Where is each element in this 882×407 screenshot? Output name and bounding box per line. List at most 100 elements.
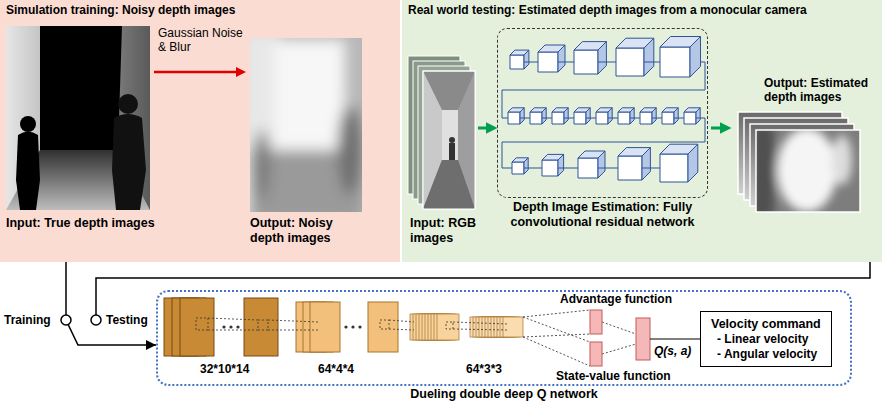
network-schematic: [542, 154, 564, 176]
rgb-image: [449, 143, 455, 160]
rgb-image-stack: [408, 56, 475, 209]
network-schematic: [684, 108, 700, 124]
network-schematic: [502, 62, 705, 168]
ellipsis-dots: [222, 325, 361, 328]
layer-size: 32*10*14: [200, 362, 249, 376]
rgb-image: [449, 137, 455, 143]
estimated-depth-image: [832, 135, 852, 185]
conv-layer-stack: [470, 317, 523, 337]
image-caption: Output: Noisy depth images: [250, 216, 362, 246]
output-label: Q(s, a): [654, 344, 691, 358]
stream-label: Advantage function: [560, 292, 672, 306]
network-schematic: [662, 108, 678, 124]
conv-layer-stack: [244, 298, 278, 356]
switch-label: Testing: [106, 313, 148, 327]
panel-heading: Simulation training: Noisy depth images: [6, 3, 394, 17]
estimated-depth-image: [756, 130, 852, 212]
image-caption: Input: RGB images: [410, 216, 478, 246]
true-depth-image: [6, 26, 150, 210]
receptive-field: [258, 320, 268, 330]
receptive-field: [268, 320, 318, 322]
receptive-field: [208, 318, 258, 320]
network-schematic: [574, 42, 606, 74]
estimated-depth-image: [777, 130, 837, 212]
layer-size: 64*4*4: [318, 362, 354, 376]
estimated-depth-image: [756, 130, 774, 212]
receptive-field: [196, 318, 208, 330]
receptive-field: [380, 320, 389, 329]
velocity-command-box: Velocity command- Linear velocity- Angul…: [700, 311, 832, 367]
receptive-field: [196, 318, 508, 330]
network-schematic: [510, 50, 529, 69]
dense-layer: [636, 318, 650, 360]
switch-terminal: [61, 315, 71, 325]
receptive-field: [389, 320, 414, 322]
fully-connected-link: [523, 334, 590, 337]
ellipsis-dots: [222, 325, 225, 328]
ellipsis-dots: [229, 325, 232, 328]
conv-layer-stack: [437, 314, 459, 340]
conv-layer-stack: [164, 298, 278, 356]
fully-connected-link: [523, 317, 590, 342]
switch-terminal: [91, 315, 101, 325]
connector: [66, 262, 156, 345]
network-schematic: [578, 151, 605, 178]
noisy-depth-image: [250, 38, 362, 212]
network-schematic: [618, 108, 634, 124]
ellipsis-dots: [358, 325, 361, 328]
fully-connected-link: [523, 337, 590, 366]
box-caption: Dueling double deep Q network: [410, 387, 598, 402]
panel-heading: Real world testing: Estimated depth imag…: [408, 3, 876, 17]
network-schematic: [538, 45, 565, 72]
network-schematic: [512, 158, 528, 174]
ellipsis-dots: [344, 325, 347, 328]
ellipsis-dots: [351, 325, 354, 328]
network-schematic: [660, 37, 701, 78]
network-schematic: [502, 37, 705, 183]
flow-arrow: [711, 127, 722, 130]
image-frame: [756, 130, 860, 212]
receptive-field: [208, 330, 258, 331]
rgb-image: [442, 110, 458, 160]
layer-size: 64*3*3: [466, 362, 502, 376]
fully-connected-link: [523, 310, 590, 317]
receptive-field: [453, 329, 508, 330]
image-caption: Output: Estimated depth images: [764, 76, 878, 105]
conv-layer-stack: [296, 302, 398, 352]
network-schematic: [660, 144, 698, 182]
conv-layer-stack: [410, 314, 459, 340]
noisy-depth-image: [250, 38, 362, 212]
box-list-item: - Linear velocity: [711, 332, 821, 346]
box-caption: Depth Image Estimation: Fully convolutio…: [485, 200, 721, 230]
box-list-item: - Angular velocity: [711, 347, 821, 361]
receptive-field: [389, 329, 414, 330]
rgb-image: [423, 71, 475, 209]
fully-connected-link: [602, 344, 636, 354]
box-heading: Velocity command: [711, 317, 821, 332]
true-depth-image: [112, 114, 146, 210]
noise-arrow: [154, 71, 238, 74]
fully-connected-link: [602, 322, 636, 334]
conv-layer-stack: [368, 302, 398, 352]
true-depth-image: [16, 132, 40, 211]
true-depth-image: [118, 94, 138, 114]
network-schematic: [596, 108, 612, 124]
network-schematic: [508, 108, 524, 124]
conv-layer-stack: [503, 317, 523, 337]
noisy-depth-image: [275, 40, 345, 150]
dense-layer: [590, 342, 602, 366]
network-schematic: [618, 148, 650, 180]
stream-label: State-value function: [556, 369, 671, 383]
receptive-field: [268, 330, 318, 331]
dense-layer: [590, 310, 650, 366]
true-depth-image: [6, 26, 150, 210]
rgb-image-stack: [423, 71, 475, 209]
receptive-field: [446, 322, 453, 329]
conv-layer-stack: [310, 302, 340, 352]
flow-arrow: [478, 127, 488, 130]
ellipsis-dots: [236, 325, 239, 328]
output-wire: [650, 338, 700, 339]
image-caption: Input: True depth images: [6, 216, 155, 231]
estimated-depth-image: [756, 130, 860, 212]
